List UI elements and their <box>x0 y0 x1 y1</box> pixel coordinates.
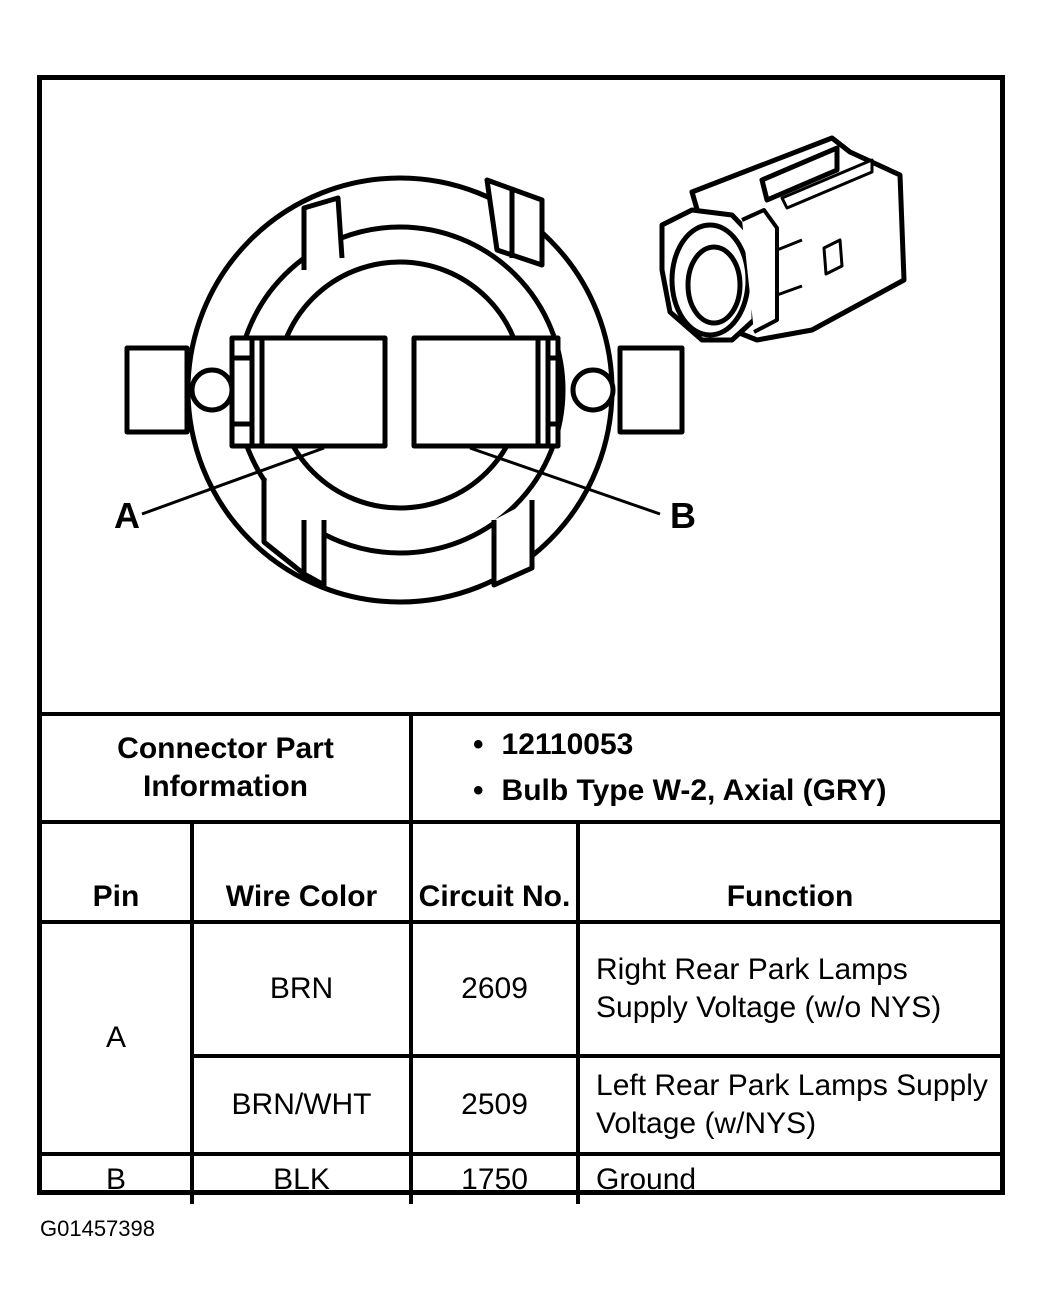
cell-function: Left Rear Park Lamps Supply Voltage (w/N… <box>576 1054 1001 1156</box>
pin-a-callout: A <box>114 495 140 536</box>
cell-wire-color: BRN/WHT <box>192 1054 414 1156</box>
connector-info-values: •12110053 •Bulb Type W-2, Axial (GRY) <box>409 712 1001 824</box>
right-alignment-hole <box>570 367 616 413</box>
connector-bulb-type: •Bulb Type W-2, Axial (GRY) <box>473 774 887 807</box>
table-row: A BRN 2609 Right Rear Park Lamps Supply … <box>42 920 1001 1156</box>
cell-function: Right Rear Park Lamps Supply Voltage (w/… <box>576 920 1001 1058</box>
diagram-frame: A B Connector Part Information •12110053… <box>37 75 1005 1204</box>
left-latch-tab <box>124 345 190 435</box>
header-wire-color: Wire Color <box>189 820 414 924</box>
table-row: BRN/WHT 2509 Left Rear Park Lamps Supply… <box>42 1054 1001 1156</box>
terminal-a <box>229 335 388 449</box>
leader-line-b <box>469 446 661 516</box>
cell-function: Ground <box>576 1152 1001 1204</box>
cell-circuit: 1750 <box>409 1152 581 1204</box>
connector-part-number: •12110053 <box>473 728 634 761</box>
right-latch-tab <box>617 345 685 435</box>
cell-pin: B <box>42 1152 194 1204</box>
cell-pin: A <box>42 920 194 1156</box>
table-header-row: Pin Wire Color Circuit No. Function <box>42 820 1001 924</box>
pin-b-callout: B <box>670 495 696 536</box>
header-circuit-no: Circuit No. <box>409 820 581 924</box>
top-left-keyway <box>301 195 345 270</box>
header-function: Function <box>576 820 1001 924</box>
cell-circuit: 2609 <box>409 920 581 1058</box>
connector-face-drawing <box>124 135 907 605</box>
figure-id: G01457398 <box>40 1216 155 1241</box>
connector-info-row: Connector Part Information •12110053 •Bu… <box>42 712 1001 824</box>
connector-info-label: Connector Part Information <box>42 712 414 824</box>
table-row: B BLK 1750 Ground <box>42 1152 1001 1204</box>
header-pin: Pin <box>42 820 194 924</box>
connector-illustration: A B <box>42 80 1000 712</box>
cell-wire-color: BLK <box>189 1152 414 1204</box>
cell-wire-color: BRN <box>189 920 414 1058</box>
terminal-b <box>411 335 561 449</box>
leader-line-a <box>141 446 325 516</box>
connector-3d-view <box>659 135 907 343</box>
left-alignment-hole <box>189 367 235 413</box>
cell-circuit: 2509 <box>409 1054 581 1156</box>
bottom-right-keyway <box>491 500 535 588</box>
connector-pinout-table: Connector Part Information •12110053 •Bu… <box>42 712 1001 1204</box>
